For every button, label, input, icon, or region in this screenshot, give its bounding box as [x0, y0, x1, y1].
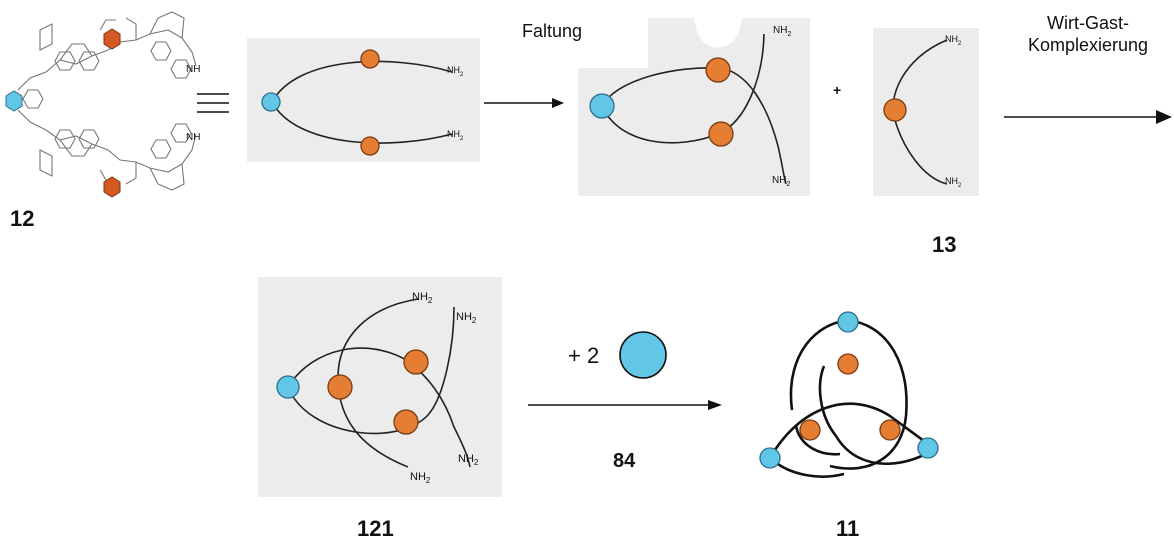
reagent-prefix: + 2 — [568, 343, 600, 368]
orange-bead-icon — [883, 98, 907, 122]
complex-121 — [276, 298, 471, 468]
compound-label-11: 11 — [836, 516, 860, 541]
host-guest-label: Wirt-Gast- Komplexierung — [1006, 12, 1170, 56]
orange-bead-icon — [705, 57, 731, 83]
complex-121-panel: NH2 NH2 NH2 NH2 — [258, 277, 502, 497]
orange-bead-icon — [799, 419, 821, 441]
host-guest-label-line2: Komplexierung — [1027, 35, 1149, 55]
lower-aromatic-spacer-icon — [103, 176, 121, 198]
blue-reagent-icon — [619, 331, 667, 379]
nh2-label: NH2 — [773, 25, 792, 38]
orange-bead-icon — [360, 136, 380, 156]
cartoon-13-panel: NH2 NH2 — [873, 28, 979, 196]
nh2-label: NH2 — [945, 34, 962, 47]
folding-label: Faltung — [522, 21, 583, 41]
cartoon-12-panel: NH2 NH2 — [247, 38, 480, 162]
pyridine-ring-icon — [5, 90, 23, 112]
compound-label-13: 13 — [932, 232, 957, 257]
orange-bead-icon — [879, 419, 901, 441]
blue-bead-icon — [589, 93, 615, 119]
nh2-label: NH2 — [410, 471, 431, 486]
orange-bead-icon — [837, 353, 859, 375]
blue-bead-icon — [917, 437, 939, 459]
structure-12-drawing: NH NH — [5, 11, 200, 198]
folded-12 — [589, 33, 787, 185]
nh2-label: NH2 — [412, 291, 433, 306]
svg-text:NH: NH — [186, 132, 200, 143]
reaction-arrow-1 — [484, 98, 564, 108]
reaction-arrow-2 — [1004, 110, 1172, 124]
nh2-label: NH2 — [458, 453, 479, 468]
nh2-label: NH2 — [945, 176, 962, 189]
orange-bead-icon — [403, 349, 429, 375]
host-guest-label-line1: Wirt-Gast- — [1047, 13, 1129, 33]
cartoon-13 — [883, 39, 948, 185]
cartoon-12 — [261, 49, 453, 156]
orange-bead-icon — [327, 374, 353, 400]
svg-text:NH: NH — [186, 64, 200, 75]
blue-bead-icon — [759, 447, 781, 469]
upper-aromatic-spacer-icon — [103, 28, 121, 50]
nh2-label: NH2 — [772, 175, 791, 188]
nh2-label: NH2 — [447, 65, 464, 78]
nh2-label: NH2 — [456, 311, 477, 326]
orange-bead-icon — [393, 409, 419, 435]
compound-label-84: 84 — [613, 450, 636, 472]
equivalence-sign — [197, 93, 229, 113]
blue-bead-icon — [276, 375, 300, 399]
folded-12-panel-a — [578, 68, 810, 196]
nh2-label: NH2 — [447, 129, 464, 142]
orange-bead-icon — [708, 121, 734, 147]
knot-11 — [759, 311, 939, 478]
white-notch — [694, 18, 742, 48]
blue-bead-icon — [837, 311, 859, 333]
compound-label-121: 121 — [357, 516, 394, 541]
reaction-arrow-3 — [528, 400, 722, 410]
compound-label-12: 12 — [10, 206, 35, 231]
plus-sign: + — [833, 82, 842, 98]
blue-bead-icon — [261, 92, 281, 112]
orange-bead-icon — [360, 49, 380, 69]
